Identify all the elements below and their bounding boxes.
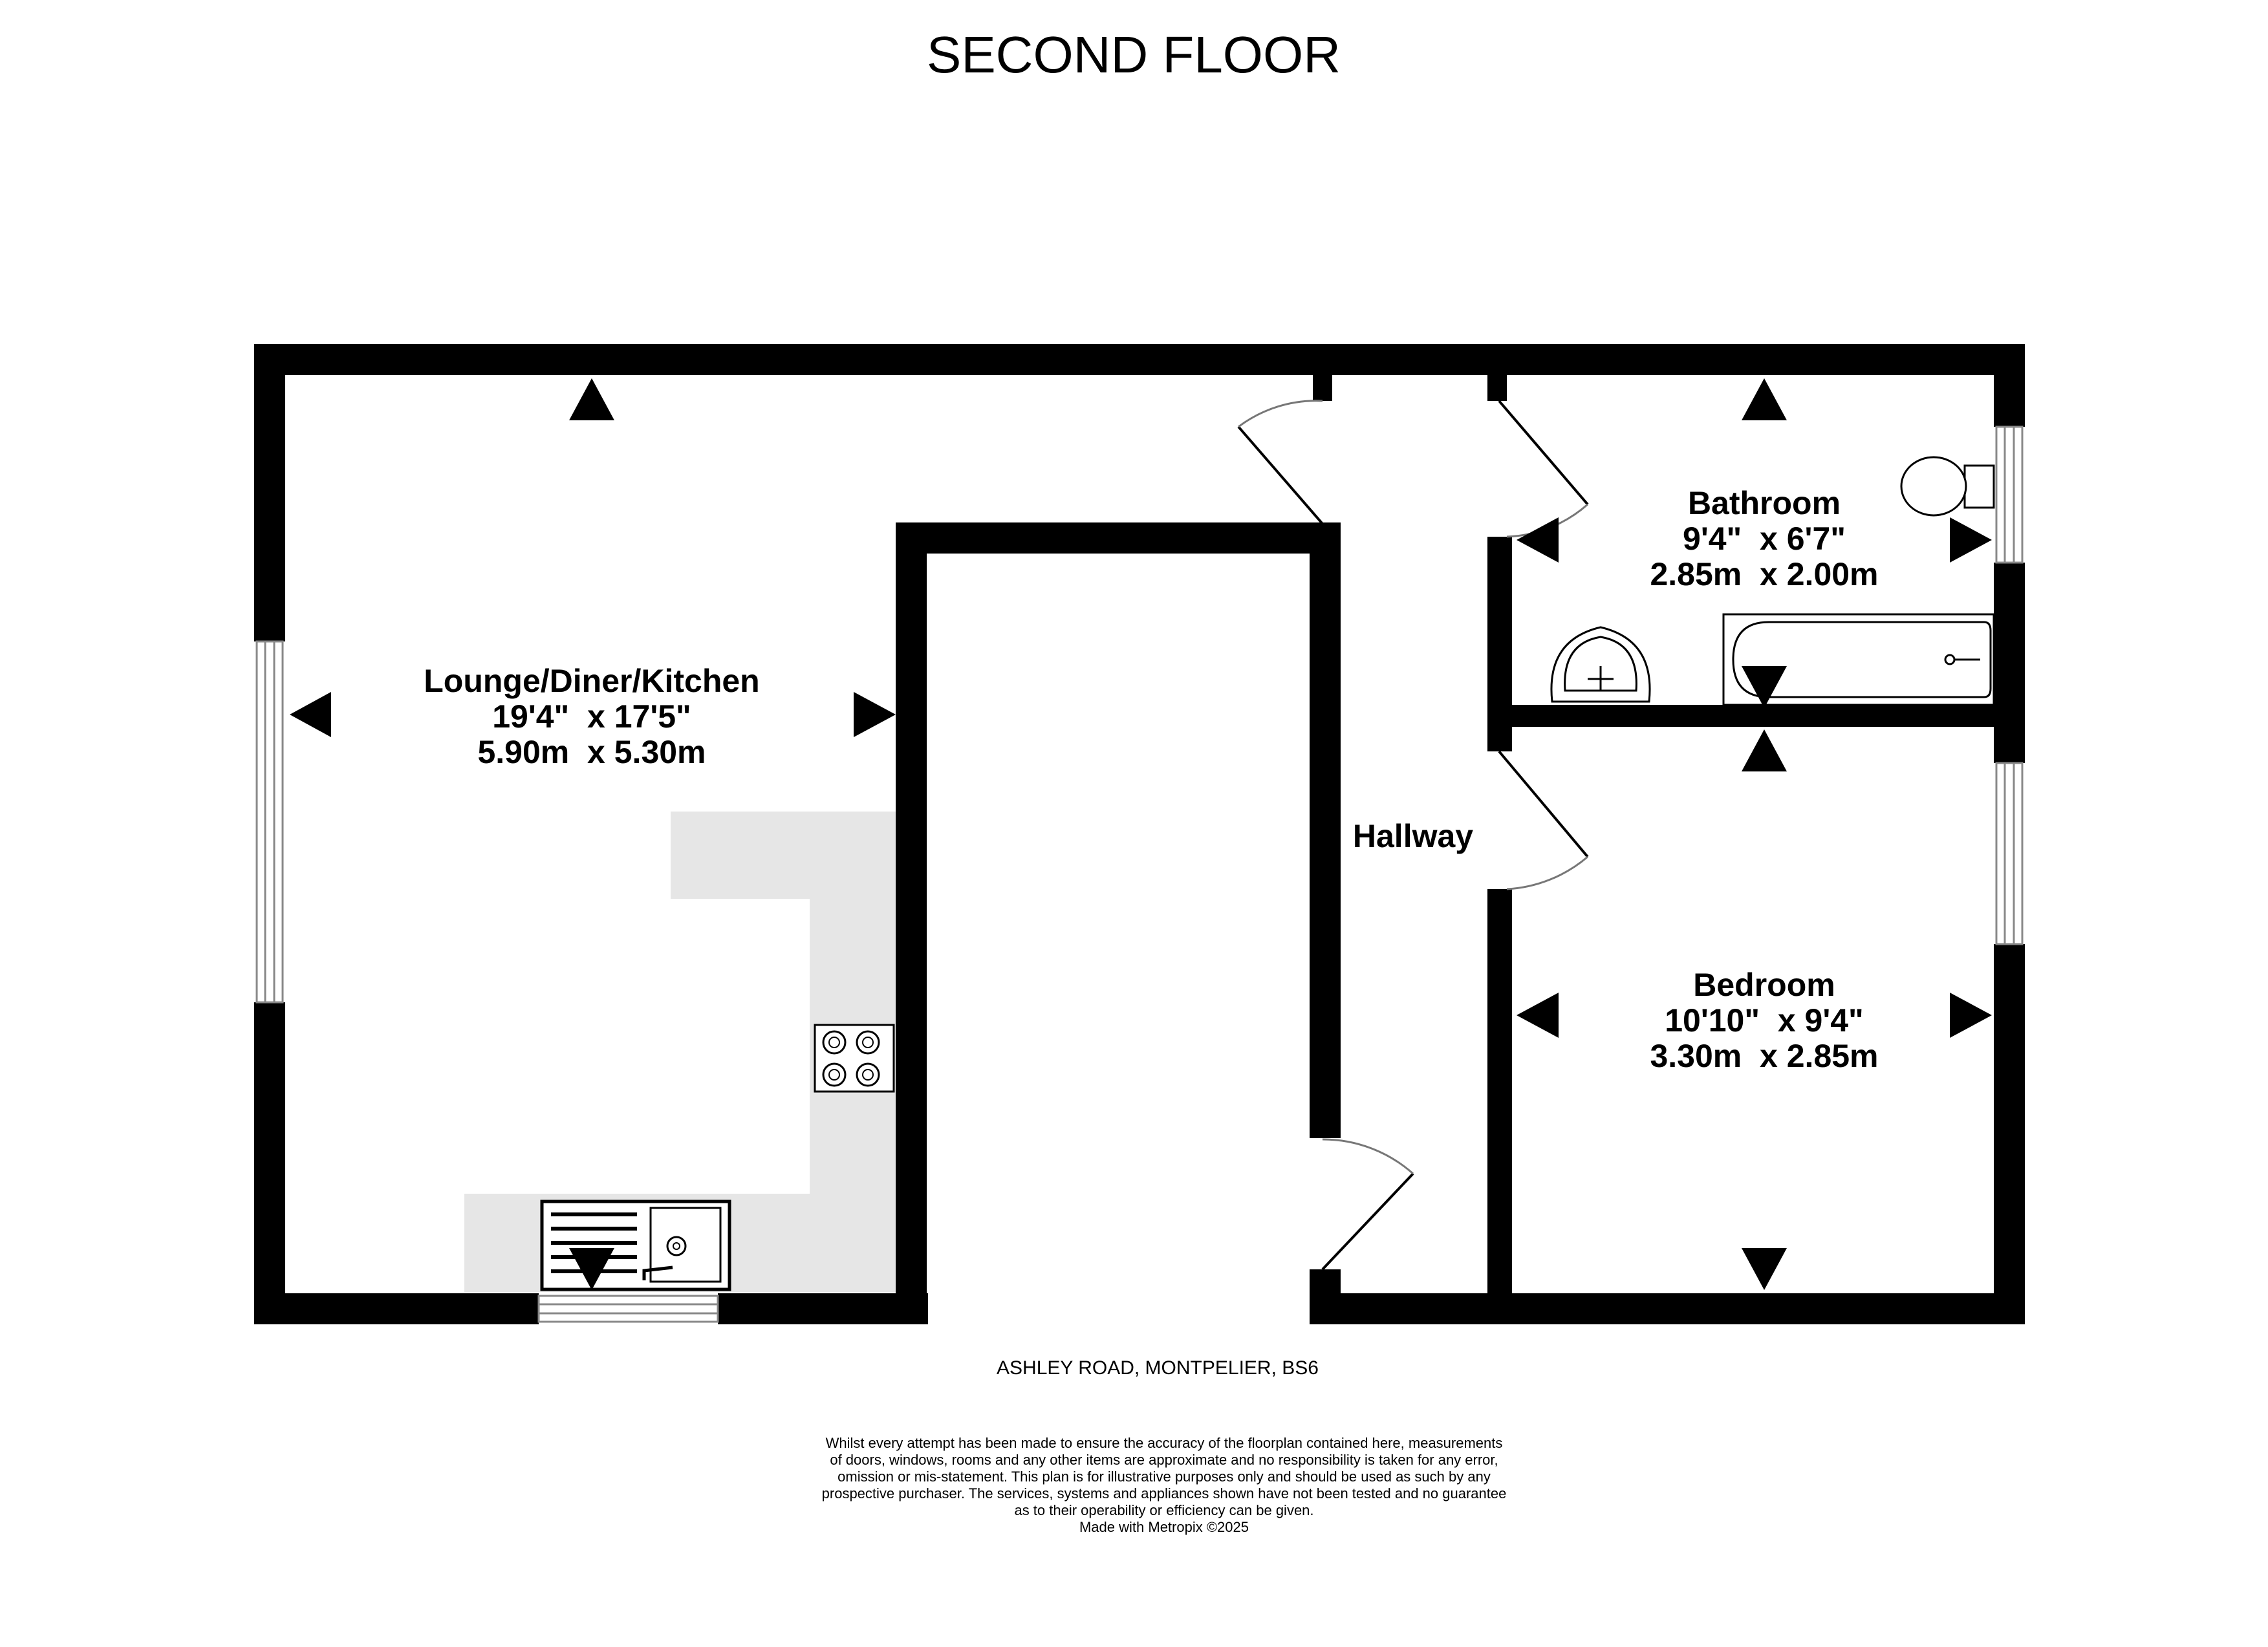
disclaimer-line: prospective purchaser. The services, sys… [822,1485,1507,1502]
room-label-bedroom: Bedroom 10'10" x 9'4" 3.30m x 2.85m [1650,967,1878,1074]
room-label-lounge: Lounge/Diner/Kitchen 19'4" x 17'5" 5.90m… [424,663,759,770]
disclaimer-line: of doors, windows, rooms and any other i… [830,1452,1498,1468]
disclaimer-credit: Made with Metropix ©2025 [1079,1519,1249,1535]
window-icon [1995,425,2024,564]
sink-icon [540,1200,731,1291]
door-swing-icon [1498,400,1589,538]
floor-title: SECOND FLOOR [927,26,1341,83]
door-swing-icon [1237,400,1324,525]
room-size-metric: 3.30m x 2.85m [1650,1038,1878,1074]
dimension-arrow-icon [290,378,1992,1290]
disclaimer-line: Whilst every attempt has been made to en… [826,1435,1503,1451]
door-swing-icon [1498,750,1589,890]
window-icon [255,640,284,1004]
property-address: ASHLEY ROAD, MONTPELIER, BS6 [997,1357,1319,1379]
disclaimer: Whilst every attempt has been made to en… [822,1435,1507,1535]
window-icon [1995,762,2024,945]
room-size-metric: 5.90m x 5.30m [477,734,706,770]
hob-icon [814,1024,895,1093]
walls [254,344,2025,1324]
room-label-hallway: Hallway [1353,818,1473,854]
disclaimer-line: omission or mis-statement. This plan is … [837,1469,1491,1485]
room-size-imperial: 9'4" x 6'7" [1683,521,1846,557]
room-size-imperial: 19'4" x 17'5" [492,698,691,735]
kitchen-worktop [464,812,896,1292]
room-name: Lounge/Diner/Kitchen [424,663,759,699]
toilet-icon [1900,456,1995,517]
room-name: Bedroom [1693,967,1835,1003]
room-name: Bathroom [1688,485,1841,521]
room-label-bathroom: Bathroom 9'4" x 6'7" 2.85m x 2.00m [1650,485,1878,592]
basin-icon [1550,626,1651,703]
room-size-metric: 2.85m x 2.00m [1650,556,1878,592]
window-icon [537,1295,719,1323]
door-swing-icon [1321,1138,1414,1271]
bath-icon [1722,613,1995,706]
room-size-imperial: 10'10" x 9'4" [1665,1002,1864,1039]
disclaimer-line: as to their operability or efficiency ca… [1014,1502,1313,1518]
